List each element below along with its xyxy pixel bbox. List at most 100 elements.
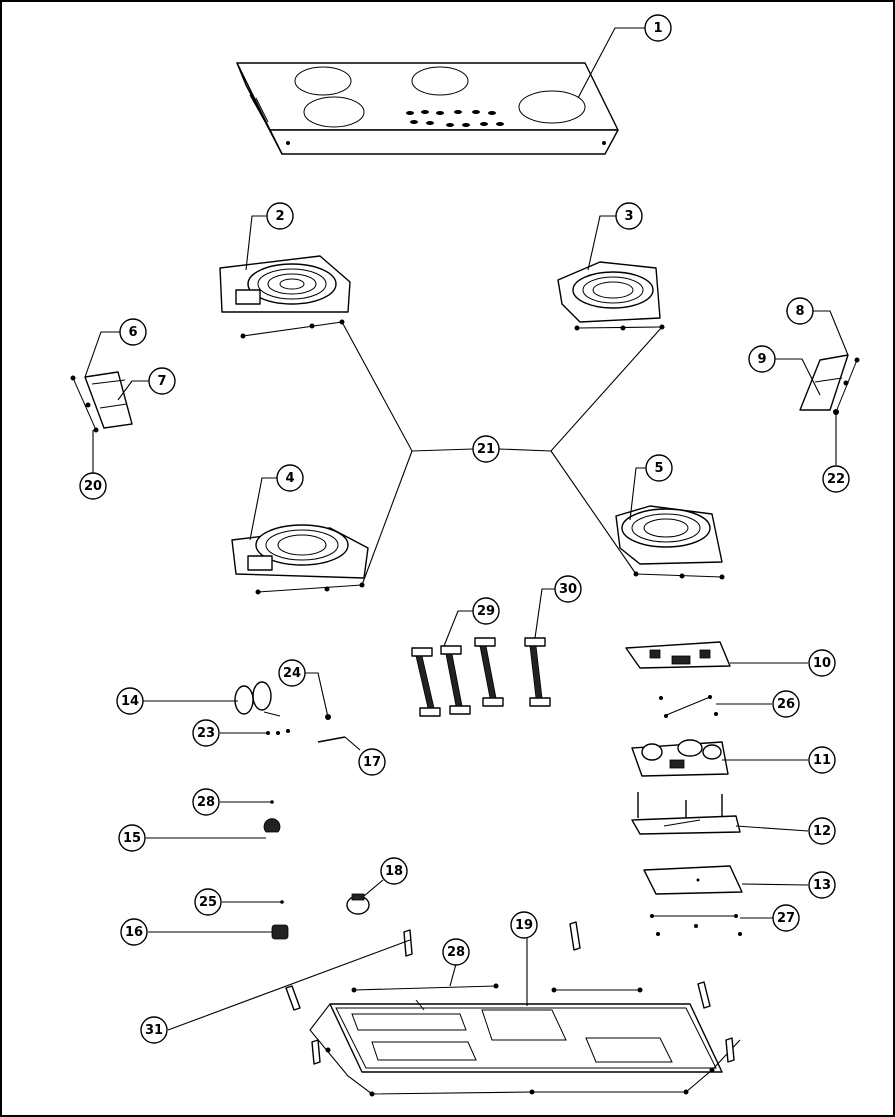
- sensor-clip: [317, 714, 346, 743]
- callout-circle: [118, 824, 146, 852]
- callout-label: 1: [653, 21, 662, 36]
- power-board: [631, 739, 729, 777]
- callout-25: 25: [194, 888, 222, 916]
- callout-label: 3: [624, 209, 633, 224]
- callout-27: 27: [772, 904, 800, 932]
- callout-6: 6: [119, 318, 147, 346]
- callout-circle: [615, 202, 643, 230]
- callout-5: 5: [645, 454, 673, 482]
- callout-circle: [192, 788, 220, 816]
- callout-13: 13: [808, 871, 836, 899]
- callout-label: 9: [757, 352, 766, 367]
- board-standoffs: [631, 792, 741, 835]
- callout-label: 7: [157, 374, 166, 389]
- callout-label: 13: [813, 878, 831, 893]
- callout-29: 29: [472, 597, 500, 625]
- callout-26: 26: [772, 690, 800, 718]
- callout-10: 10: [808, 649, 836, 677]
- callout-circle: [554, 575, 582, 603]
- callout-12: 12: [808, 817, 836, 845]
- callout-16: 16: [120, 918, 148, 946]
- callout-label: 10: [813, 656, 831, 671]
- callout-label: 17: [363, 755, 381, 770]
- control-board: [625, 641, 731, 669]
- callout-circle: [358, 748, 386, 776]
- callout-label: 2: [275, 209, 284, 224]
- callout-label: 11: [813, 753, 831, 768]
- bracket-left: [70, 371, 133, 433]
- callout-11: 11: [808, 746, 836, 774]
- callout-label: 26: [777, 697, 795, 712]
- callout-circle: [808, 871, 836, 899]
- callout-circle: [644, 14, 672, 42]
- callout-14: 14: [116, 687, 144, 715]
- coil-assembly-3: [557, 261, 665, 331]
- base-pan: [329, 999, 723, 1073]
- ribbon-cables: [411, 637, 551, 717]
- callout-24: 24: [278, 659, 306, 687]
- callout-label: 14: [121, 694, 139, 709]
- callout-circle: [442, 938, 470, 966]
- callout-8: 8: [786, 297, 814, 325]
- callout-circle: [119, 318, 147, 346]
- callout-circle: [786, 297, 814, 325]
- callout-label: 16: [125, 925, 143, 940]
- callout-circle: [79, 472, 107, 500]
- callout-circle: [116, 687, 144, 715]
- small-hardware: [263, 800, 370, 940]
- callout-23: 23: [192, 719, 220, 747]
- callout-label: 19: [515, 918, 533, 933]
- callout-7: 7: [148, 367, 176, 395]
- callout-circle: [472, 597, 500, 625]
- callout-label: 25: [199, 895, 217, 910]
- callout-28: 28: [192, 788, 220, 816]
- callout-label: 24: [283, 666, 301, 681]
- callout-circle: [645, 454, 673, 482]
- callout-circle: [772, 904, 800, 932]
- bracket-right: [799, 354, 860, 415]
- callout-label: 31: [145, 1023, 163, 1038]
- callout-label: 18: [385, 864, 403, 879]
- callout-circle: [278, 659, 306, 687]
- callout-circle: [772, 690, 800, 718]
- callout-18: 18: [380, 857, 408, 885]
- callout-circle: [822, 465, 850, 493]
- callout-label: 23: [197, 726, 215, 741]
- callout-circle: [380, 857, 408, 885]
- callout-label: 8: [795, 304, 804, 319]
- callout-label: 21: [477, 442, 495, 457]
- callout-label: 4: [285, 471, 294, 486]
- screw-set-26: [659, 695, 718, 718]
- callout-4: 4: [276, 464, 304, 492]
- coil-assembly-4: [231, 524, 369, 595]
- callout-1: 1: [644, 14, 672, 42]
- fan-assembly: [234, 681, 290, 735]
- callout-circle: [276, 464, 304, 492]
- callout-19: 19: [510, 911, 538, 939]
- coil-assembly-5: [615, 505, 725, 580]
- callout-label: 28: [197, 795, 215, 810]
- callout-circle: [148, 367, 176, 395]
- callout-17: 17: [358, 748, 386, 776]
- callout-circle: [510, 911, 538, 939]
- callout-label: 27: [777, 911, 795, 926]
- callout-label: 12: [813, 824, 831, 839]
- callout-label: 6: [128, 325, 137, 340]
- callout-31: 31: [140, 1016, 168, 1044]
- callout-9: 9: [748, 345, 776, 373]
- callout-3: 3: [615, 202, 643, 230]
- callout-circle: [120, 918, 148, 946]
- callout-circle: [808, 817, 836, 845]
- callout-21: 21: [472, 435, 500, 463]
- callout-circle: [266, 202, 294, 230]
- callout-20: 20: [79, 472, 107, 500]
- insulation-plate: [643, 865, 743, 895]
- coil-assembly-2: [219, 255, 351, 339]
- callout-label: 29: [477, 604, 495, 619]
- callout-circle: [140, 1016, 168, 1044]
- cooktop-glass-top: [236, 62, 619, 155]
- callout-label: 5: [654, 461, 663, 476]
